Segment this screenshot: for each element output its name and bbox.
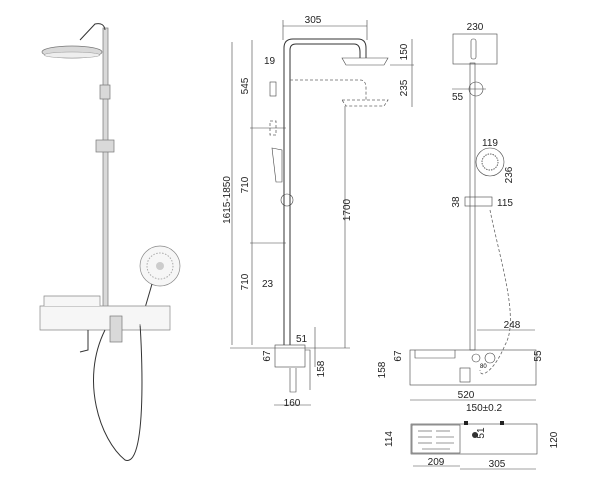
dim-segment-upper: 545 <box>240 77 251 94</box>
dim-total-height: 1615-1850 <box>222 176 233 224</box>
dim-segment-middle: 710 <box>240 176 251 193</box>
dim-shelf-depth: 67 <box>393 350 404 362</box>
front-mixer-body <box>409 349 537 386</box>
tub-spout <box>79 330 89 353</box>
dim-inlet-spacing: 150±0.2 <box>466 403 503 414</box>
shower-arm-knob <box>269 81 277 97</box>
dim-bracket-width: 55 <box>452 92 464 103</box>
dim-pipe-bottom: 23 <box>262 279 274 290</box>
dim-tray-width: 209 <box>428 457 445 468</box>
front-view: 230 55 119 236 38 115 248 67 55 158 80 5… <box>377 22 544 401</box>
hose-front <box>479 209 511 375</box>
top-body-outline <box>410 423 538 455</box>
dim-handshower-width: 119 <box>482 138 498 149</box>
dim-arm-width: 305 <box>305 15 322 26</box>
mixer-handle <box>109 315 123 343</box>
dim-body-width: 520 <box>458 390 475 401</box>
product-illustration <box>39 23 181 461</box>
dim-valve-offset: 248 <box>504 320 521 331</box>
top-view: 150±0.2 51 114 120 209 305 <box>384 403 560 470</box>
dim-outlet-offset: 51 <box>296 334 308 345</box>
riser-pole <box>102 27 109 329</box>
front-riser-pole <box>469 62 476 351</box>
dim-tray-depth: 114 <box>384 431 395 447</box>
soap-tray <box>411 424 461 454</box>
dim-handshower-height: 236 <box>504 166 515 183</box>
dim-mixer-height: 158 <box>316 360 327 377</box>
side-view: 305 19 150 235 545 710 710 1615-1850 170… <box>222 15 414 409</box>
slide-holder <box>95 139 115 153</box>
dim-body-depth: 120 <box>549 431 560 448</box>
shower-arm <box>79 23 106 41</box>
dim-head-width: 230 <box>467 22 484 33</box>
dim-outlet-height: 55 <box>533 350 544 362</box>
dim-segment-lower: 710 <box>240 273 251 290</box>
dim-mixer-width: 160 <box>284 398 301 409</box>
dim-head-upper: 150 <box>399 43 410 60</box>
dim-holder-offset: 115 <box>497 198 513 209</box>
dim-valve-diameter: 80 <box>480 364 487 370</box>
dim-body-height: 158 <box>377 361 388 378</box>
dim-mixer-depth: 67 <box>262 350 273 362</box>
hand-shower-side <box>271 147 283 183</box>
dim-head-lower: 235 <box>399 79 410 96</box>
dim-head-to-floor: 1700 <box>342 198 353 221</box>
dim-holder-height: 38 <box>451 196 462 208</box>
hand-shower-front <box>475 147 505 177</box>
shower-hose <box>93 324 143 461</box>
dim-mixer-section-width: 305 <box>489 459 506 470</box>
wall-bracket <box>99 84 111 100</box>
shelf-mixer-body <box>39 305 171 331</box>
dim-pipe-top: 19 <box>264 56 276 67</box>
dim-inlet-diameter: 51 <box>476 427 487 439</box>
